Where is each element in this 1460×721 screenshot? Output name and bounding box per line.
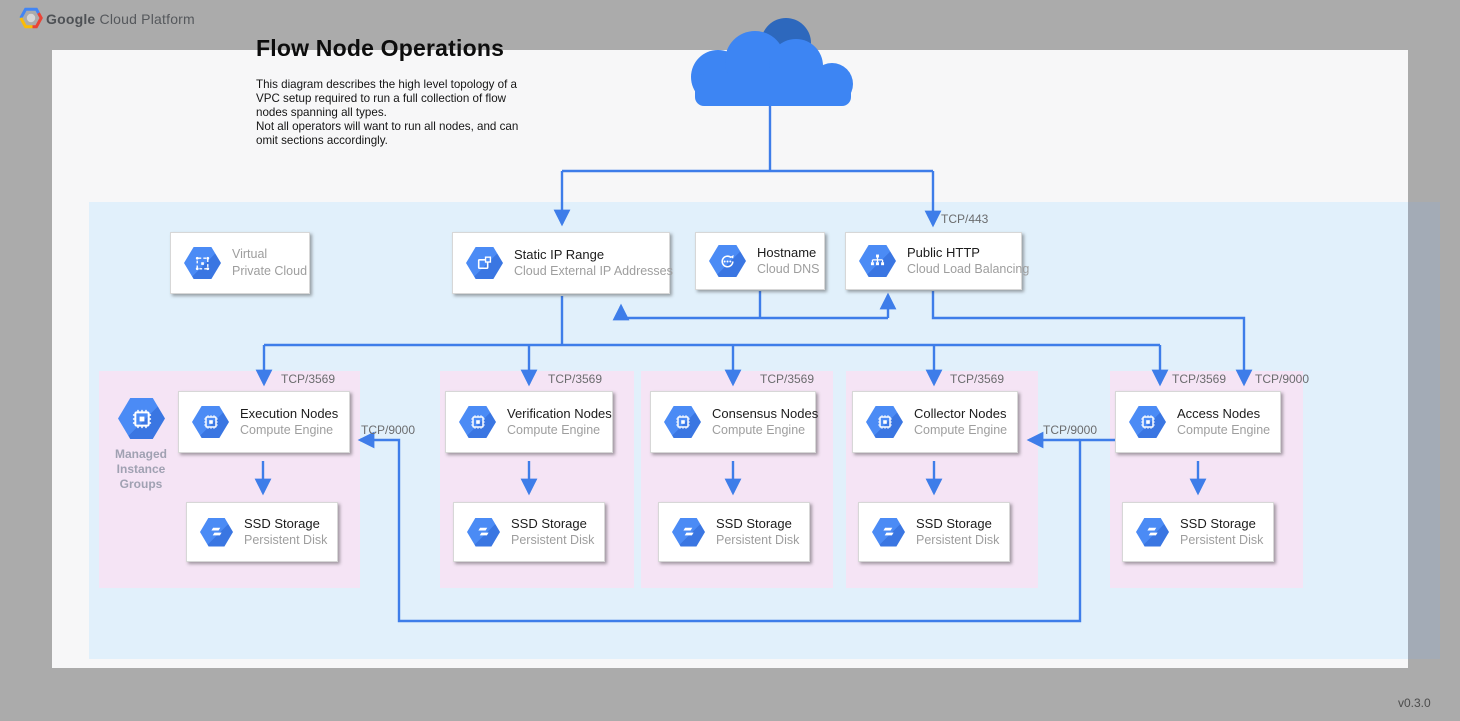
compute-engine-icon <box>459 406 496 438</box>
access-ssd-subtitle: Persistent Disk <box>1180 533 1264 547</box>
brand-google: Google <box>46 11 96 27</box>
tcp-443-label: TCP/443 <box>941 212 989 226</box>
managed-instance-groups-label: Managed Instance Groups <box>114 447 167 491</box>
access-ssd-title: SSD Storage <box>1180 516 1256 531</box>
public-http-title: Public HTTP <box>907 245 980 260</box>
page-title: Flow Node Operations <box>256 35 505 61</box>
static-ip-title: Static IP Range <box>514 247 605 262</box>
access-nodes-title: Access Nodes <box>1177 406 1261 421</box>
version-label: v0.3.0 <box>1398 696 1431 710</box>
execution-ssd-subtitle: Persistent Disk <box>244 533 328 547</box>
vpc-icon <box>184 247 221 279</box>
access-tcp-3569-label: TCP/3569 <box>1172 372 1227 386</box>
collector-ssd-subtitle: Persistent Disk <box>916 533 1000 547</box>
access-nodes-subtitle: Compute Engine <box>1177 423 1271 437</box>
compute-engine-icon <box>1129 406 1166 438</box>
collector-nodes-subtitle: Compute Engine <box>914 423 1008 437</box>
execution-nodes-title: Execution Nodes <box>240 406 339 421</box>
collector-tcp-9000-label: TCP/9000 <box>1043 423 1098 437</box>
hostname-card: Hostname Cloud DNS <box>695 232 825 290</box>
public-http-subtitle: Cloud Load Balancing <box>907 262 1030 276</box>
verification-tcp-3569-label: TCP/3569 <box>548 372 603 386</box>
compute-engine-icon <box>664 406 701 438</box>
static-ip-range-card: Static IP Range Cloud External IP Addres… <box>452 232 677 301</box>
cloud-dns-icon <box>709 245 746 277</box>
execution-tcp-3569-label: TCP/3569 <box>281 372 336 386</box>
verification-ssd-subtitle: Persistent Disk <box>511 533 595 547</box>
persistent-disk-icon <box>1136 517 1169 547</box>
consensus-nodes-subtitle: Compute Engine <box>712 423 806 437</box>
compute-engine-icon <box>866 406 903 438</box>
hostname-subtitle: Cloud DNS <box>757 262 820 276</box>
execution-tcp-9000-label: TCP/9000 <box>361 423 416 437</box>
collector-tcp-3569-label: TCP/3569 <box>950 372 1005 386</box>
consensus-tcp-3569-label: TCP/3569 <box>760 372 815 386</box>
brand-cloud-platform: Cloud Platform <box>95 11 195 27</box>
access-tcp-9000-label: TCP/9000 <box>1255 372 1310 386</box>
load-balancer-icon <box>859 245 896 277</box>
compute-engine-icon <box>192 406 229 438</box>
hostname-title: Hostname <box>757 245 817 260</box>
virtual-private-cloud-card: Virtual Private Cloud <box>170 232 310 294</box>
external-ip-icon <box>466 247 503 279</box>
verification-nodes-title: Verification Nodes <box>507 406 612 421</box>
public-http-card: Public HTTP Cloud Load Balancing <box>845 232 1029 290</box>
page-description: This diagram describes the high level to… <box>256 78 519 147</box>
collector-ssd-title: SSD Storage <box>916 516 992 531</box>
collector-nodes-title: Collector Nodes <box>914 406 1007 421</box>
verification-ssd-title: SSD Storage <box>511 516 587 531</box>
cloud-icon <box>691 18 853 106</box>
persistent-disk-icon <box>672 517 705 547</box>
consensus-ssd-title: SSD Storage <box>716 516 792 531</box>
persistent-disk-icon <box>872 517 905 547</box>
execution-ssd-title: SSD Storage <box>244 516 320 531</box>
persistent-disk-icon <box>467 517 500 547</box>
verification-nodes-subtitle: Compute Engine <box>507 423 601 437</box>
vpc-label: Virtual Private Cloud <box>232 247 308 278</box>
gcp-logo-icon <box>19 7 43 29</box>
persistent-disk-icon <box>200 517 233 547</box>
consensus-ssd-subtitle: Persistent Disk <box>716 533 800 547</box>
vpc-region-overhang <box>1408 202 1440 659</box>
brand-text: Google Cloud Platform <box>46 11 195 27</box>
execution-nodes-subtitle: Compute Engine <box>240 423 334 437</box>
consensus-nodes-title: Consensus Nodes <box>712 406 819 421</box>
static-ip-subtitle: Cloud External IP Addresses <box>514 264 673 278</box>
